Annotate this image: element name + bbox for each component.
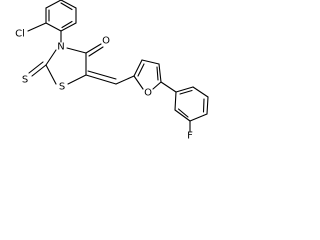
thioxo-bond-1	[31, 64, 47, 77]
thiazolidinone-ring	[45, 47, 87, 85]
carbonyl-oxygen-label: O	[102, 36, 110, 47]
ring-sulfur-label: S	[59, 82, 65, 93]
chlorophenyl-ring	[45, 0, 77, 32]
exocyclic-double-bond-1	[85, 74, 117, 85]
furan-ring	[133, 59, 162, 90]
exocyclic-double-bond-2	[87, 70, 117, 80]
carbonyl-bond-1	[85, 43, 102, 54]
chlorine-label: Cl	[15, 29, 25, 40]
nitrogen-label: N	[57, 42, 64, 53]
carbonyl-bond-2	[88, 46, 104, 57]
thioxo-sulfur-label: S	[22, 75, 28, 86]
c-cl-bond	[27, 22, 47, 32]
fluorine-label: F	[187, 131, 193, 142]
fluorophenyl-ring	[174, 86, 209, 122]
molecule-structure: Cl N O S S O F	[15, 0, 209, 142]
furan-oxygen-label: O	[144, 88, 152, 99]
thioxo-bond-2	[28, 61, 44, 74]
methine-furan-bond	[115, 75, 135, 85]
furan-aryl-bond	[160, 81, 177, 93]
